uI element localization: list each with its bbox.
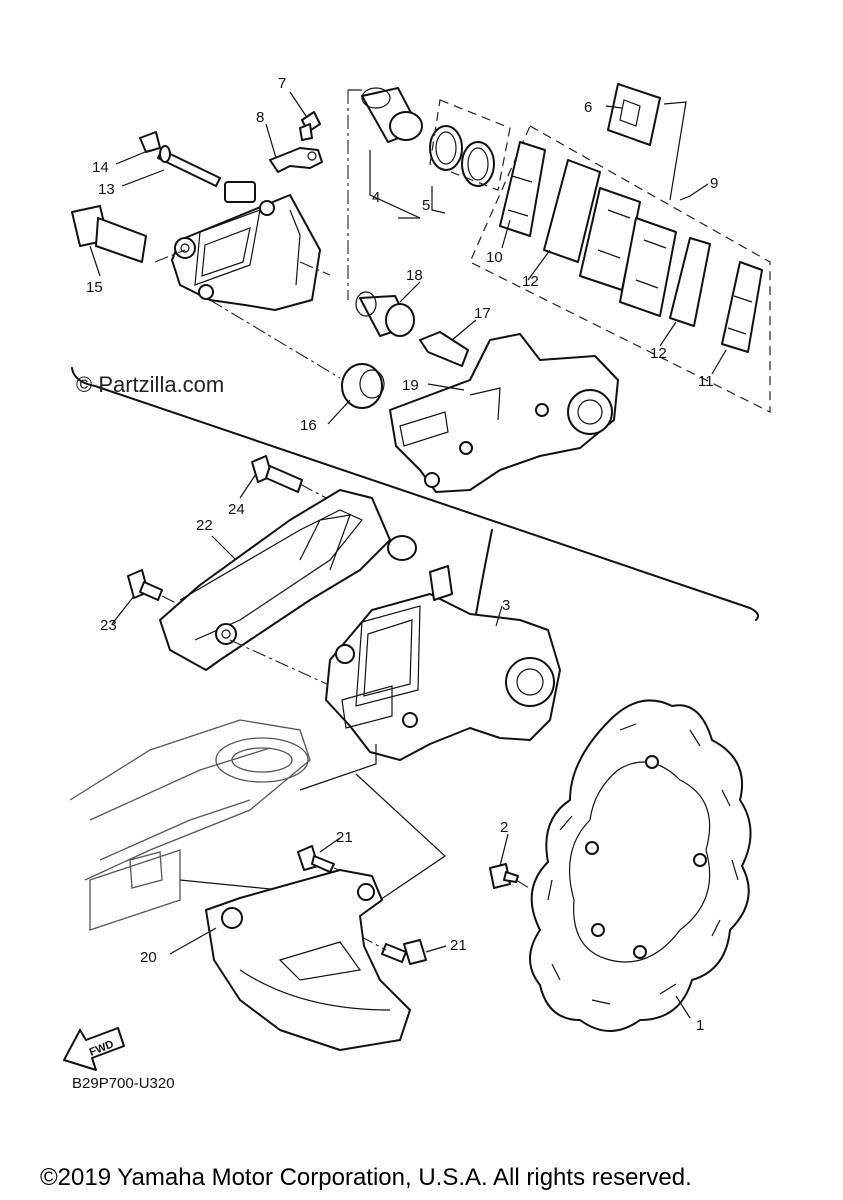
caliper-guard xyxy=(159,489,417,671)
callout-5: 5 xyxy=(422,197,430,214)
guard-bolt-lower xyxy=(381,939,427,965)
callout-12-outer: 12 xyxy=(650,345,667,362)
caliper-bracket-exploded xyxy=(389,333,619,493)
piston-seals xyxy=(429,125,495,187)
callout-23: 23 xyxy=(100,617,117,634)
bracket-bolt-lower xyxy=(127,569,163,601)
callout-21-upper: 21 xyxy=(336,829,353,846)
callout-7: 7 xyxy=(278,75,286,92)
piston xyxy=(361,87,423,143)
bleeder-screw xyxy=(299,111,321,141)
rear-disc-guard xyxy=(205,869,411,1051)
callout-9: 9 xyxy=(710,175,718,192)
diagram-code: B29P700-U320 xyxy=(72,1075,175,1092)
callout-13: 13 xyxy=(98,181,115,198)
callout-2: 2 xyxy=(500,819,508,836)
forward-arrow-icon: FWD xyxy=(63,1027,125,1071)
callout-22: 22 xyxy=(196,517,213,534)
brake-disc xyxy=(529,699,752,1032)
pad-shim-inner xyxy=(499,141,546,237)
callout-leaders xyxy=(89,91,727,1019)
callout-12-inner: 12 xyxy=(522,273,539,290)
pin-boot xyxy=(341,363,385,409)
callout-3: 3 xyxy=(502,597,510,614)
brake-pad-inner xyxy=(543,159,641,291)
guard-bolt-upper xyxy=(297,845,335,873)
callout-6: 6 xyxy=(584,99,592,116)
callout-4: 4 xyxy=(372,189,380,206)
partzilla-watermark: © Partzilla.com xyxy=(76,372,224,397)
bracket-bolt-upper xyxy=(251,455,303,493)
caliper-body-exploded xyxy=(171,181,321,311)
callout-19: 19 xyxy=(402,377,419,394)
pin-plug xyxy=(139,131,161,153)
swingarm-outline xyxy=(69,719,311,931)
slide-pin xyxy=(71,205,147,263)
pad-pin xyxy=(157,145,221,187)
callout-18: 18 xyxy=(406,267,423,284)
pad-spring xyxy=(607,83,661,146)
callout-16: 16 xyxy=(300,417,317,434)
caliper-assembly xyxy=(325,565,561,761)
group-divider-line xyxy=(71,367,759,621)
callout-1: 1 xyxy=(696,1017,704,1034)
brake-pad-outer xyxy=(619,217,711,327)
copyright-notice: ©2019 Yamaha Motor Corporation, U.S.A. A… xyxy=(40,1164,692,1191)
callout-24: 24 xyxy=(228,501,245,518)
callout-10: 10 xyxy=(486,249,503,266)
callout-21-lower: 21 xyxy=(450,937,467,954)
bleeder-cap xyxy=(269,147,323,173)
disc-bolt xyxy=(489,863,519,889)
callout-15: 15 xyxy=(86,279,103,296)
callout-14: 14 xyxy=(92,159,109,176)
callout-20: 20 xyxy=(140,949,157,966)
pad-shim-outer xyxy=(721,261,763,353)
slide-bushing xyxy=(355,291,415,337)
callout-17: 17 xyxy=(474,305,491,322)
bracket-pin xyxy=(419,331,469,367)
callout-8: 8 xyxy=(256,109,264,126)
callout-11: 11 xyxy=(698,373,714,390)
